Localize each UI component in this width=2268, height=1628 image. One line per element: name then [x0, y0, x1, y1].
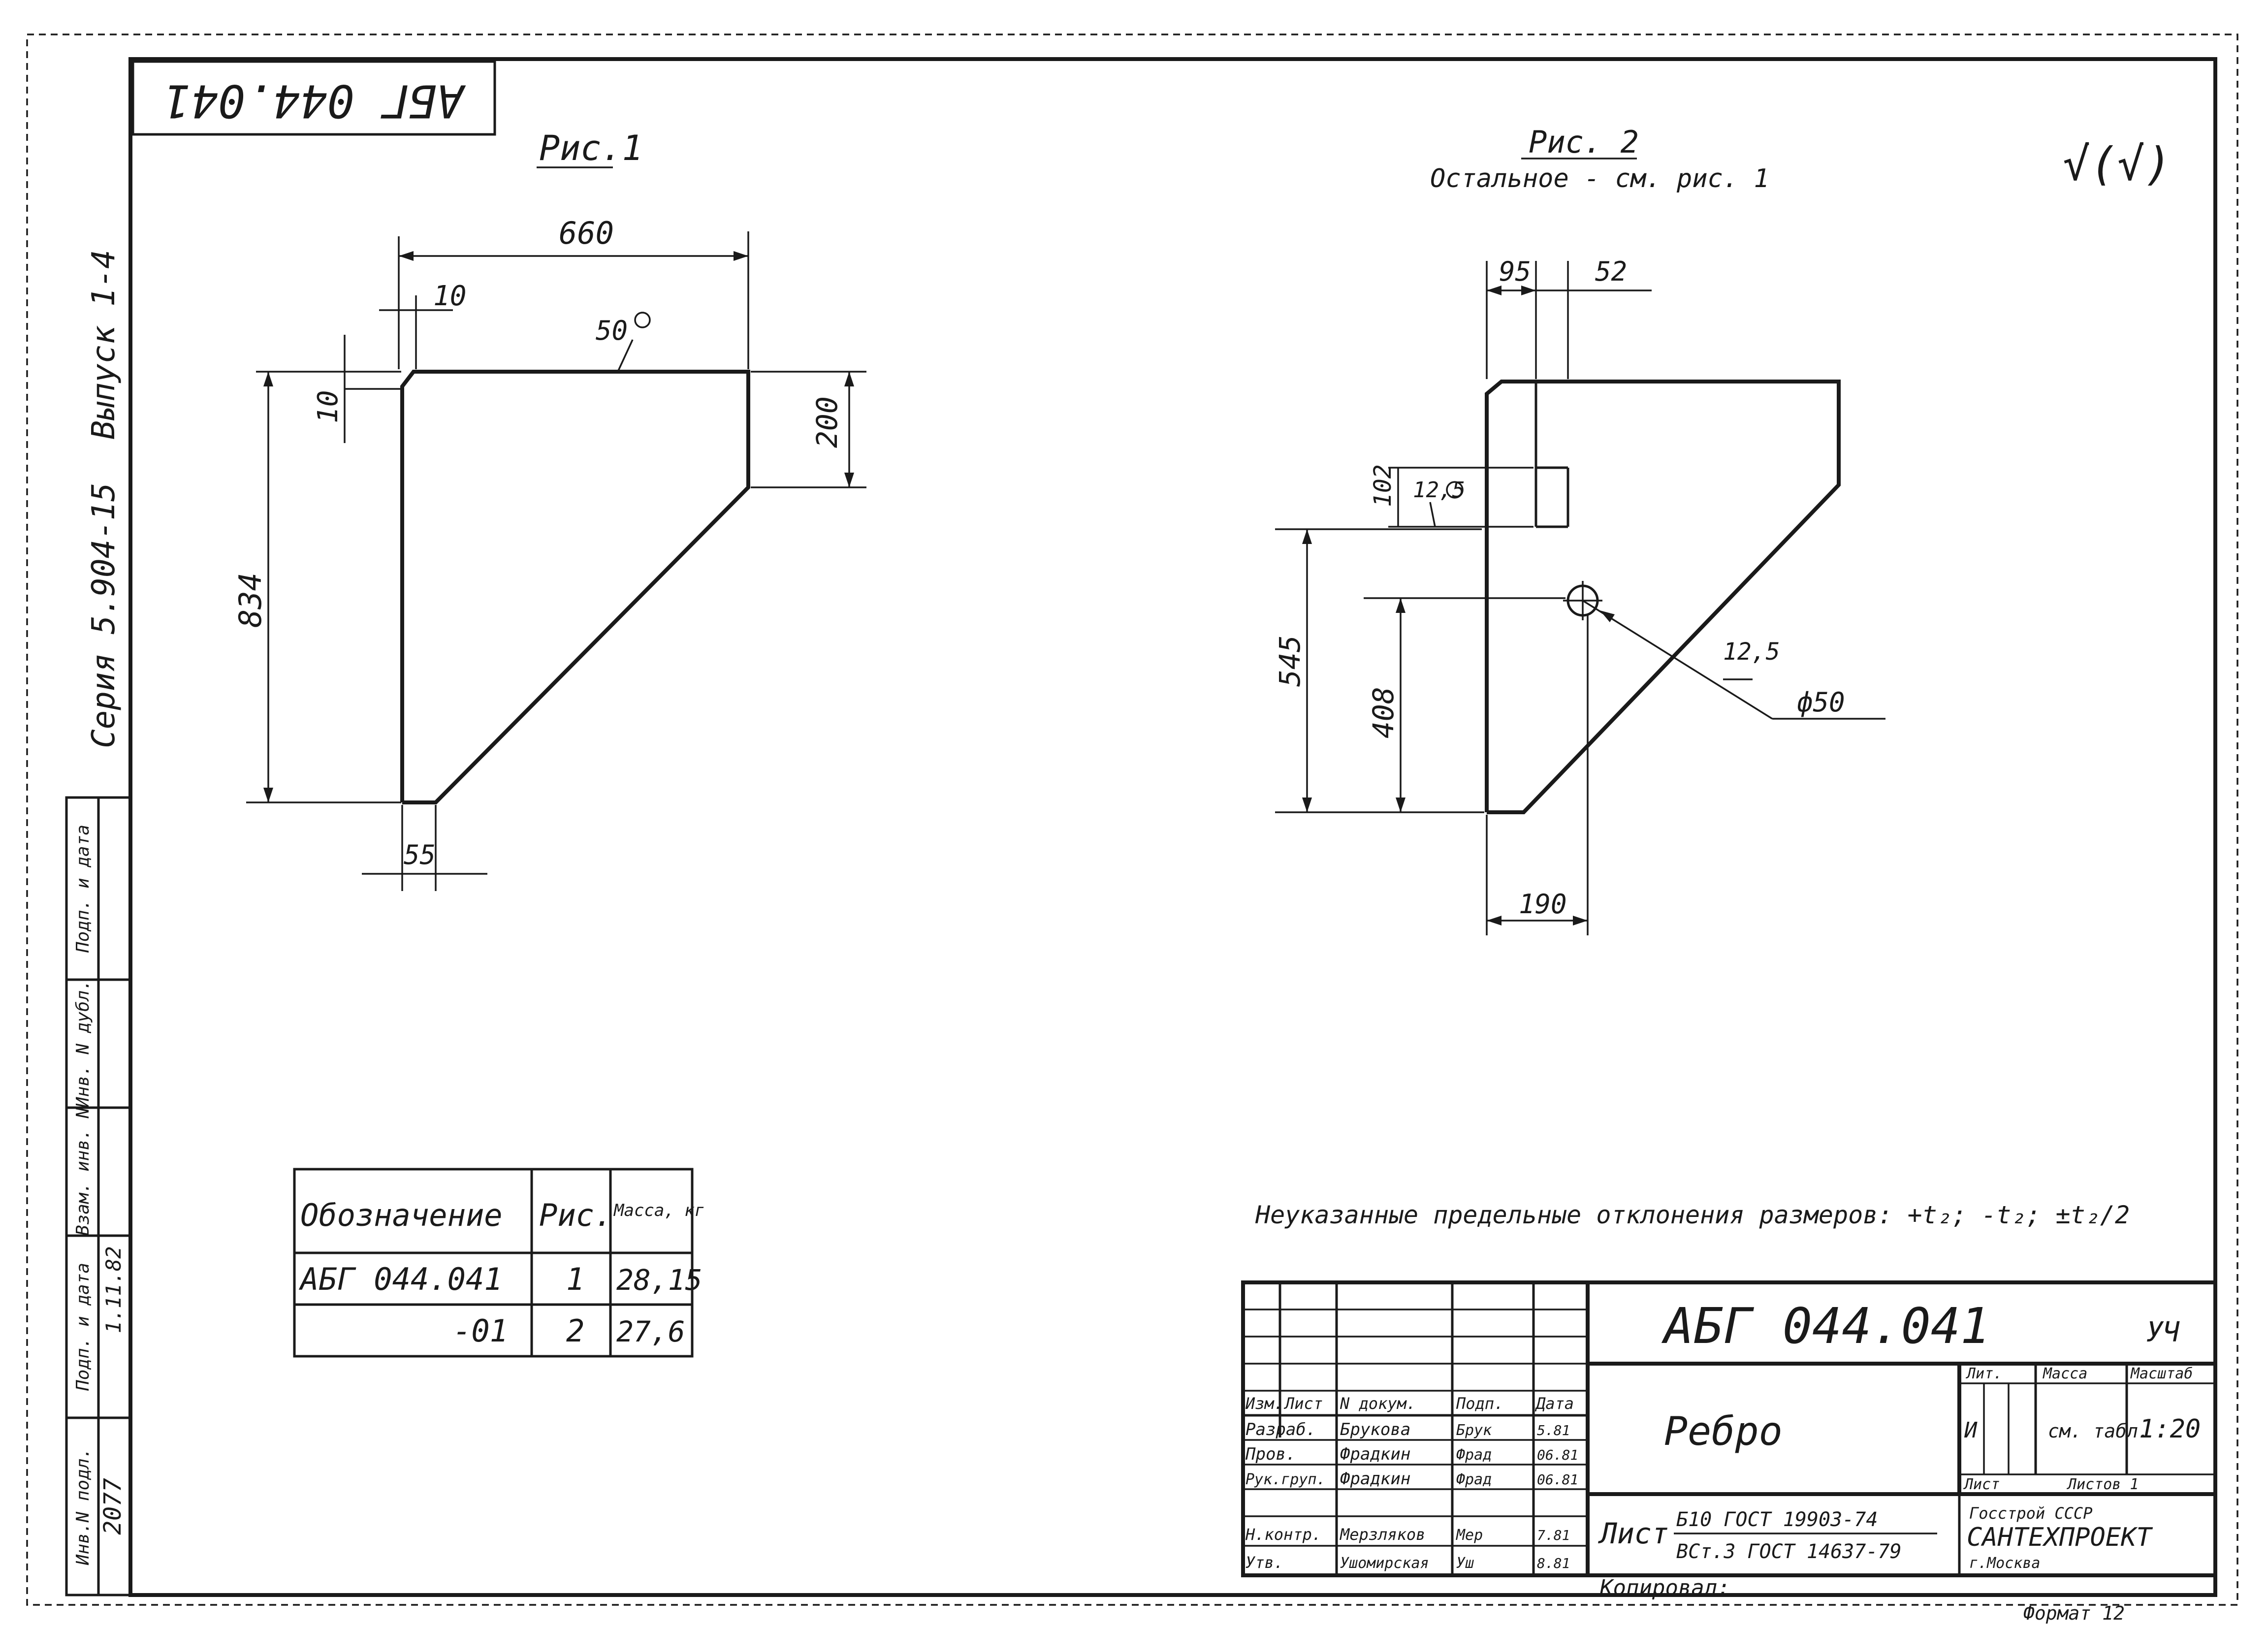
fig1-weld-mark: 50: [596, 315, 628, 346]
fig2-subtitle: Остальное - см. рис. 1: [1430, 164, 1769, 193]
mass-table-header-mass: Масса, кг: [613, 1201, 704, 1220]
margin-col-5: Подп. и дата: [73, 825, 93, 953]
tb-name-4: Мерзляков: [1340, 1525, 1425, 1544]
mass-table: Обозначение Рис. Масса, кг АБГ 044.041 1…: [293, 1168, 704, 1358]
tb-org-3: г.Москва: [1969, 1555, 2041, 1572]
margin-inv-number: 2077: [99, 1478, 127, 1535]
tb-name-3: Фрадкин: [1340, 1469, 1410, 1489]
margin-col-2: Подп. и дата: [73, 1263, 93, 1391]
tb-date-1: 5.81: [1537, 1422, 1570, 1438]
tb-name-5: Ушомирская: [1340, 1555, 1429, 1572]
tb-role-1: Разраб.: [1246, 1420, 1316, 1439]
tb-scale-header: Масштаб: [2130, 1365, 2193, 1382]
mass-table-row2-fig: 2: [566, 1313, 584, 1349]
margin-column: Выпуск 1-4 Серия 5.904-15 Подп. и дата И…: [65, 250, 132, 1596]
title-block: Изм. Лист N докум. Подп. Дата Разраб. Бр…: [1241, 1280, 2217, 1577]
mass-table-header-designation: Обозначение: [300, 1197, 503, 1233]
tb-role-2: Пров.: [1245, 1444, 1296, 1464]
fig2-weld-top: 12,5: [1413, 478, 1465, 503]
tb-sign-4: Мер: [1456, 1527, 1483, 1544]
margin-sign-date: 1.11.82: [101, 1246, 126, 1333]
tb-part-name: Ребро: [1664, 1408, 1783, 1454]
tb-role-5: Утв.: [1246, 1553, 1283, 1572]
fig2-hole-dim: ф50: [1797, 687, 1845, 718]
tb-date-2: 06.81: [1537, 1447, 1578, 1463]
fig2-dim-408: 408: [1367, 687, 1400, 738]
margin-col-3: Взам. инв. N: [73, 1108, 93, 1236]
tb-col-list: Лист: [1283, 1394, 1323, 1413]
tb-col-date: Дата: [1534, 1394, 1574, 1413]
tb-col-sign: Подп.: [1456, 1394, 1503, 1413]
tb-format-corner: УЧ: [2146, 1316, 2180, 1348]
tb-name-1: Брукова: [1340, 1420, 1410, 1439]
margin-series: Серия 5.904-15: [86, 482, 122, 748]
tb-sheets-label: Листов 1: [2066, 1476, 2139, 1493]
tb-material-top: Б10 ГОСТ 19903-74: [1676, 1508, 1878, 1531]
tb-date-3: 06.81: [1537, 1471, 1578, 1488]
fig1-dim-width: 660: [559, 215, 614, 251]
tb-org-1: Госстрой СССР: [1969, 1504, 2092, 1523]
tb-sign-1: Брук: [1456, 1422, 1492, 1439]
tb-material-bottom: ВСт.3 ГОСТ 14637-79: [1676, 1540, 1902, 1563]
tb-col-doc: N докум.: [1340, 1394, 1416, 1413]
tb-designation: АБГ 044.041: [1661, 1297, 1990, 1355]
fig2-dim-52: 52: [1595, 256, 1627, 287]
tb-lit-value: И: [1964, 1418, 1978, 1443]
tb-col-izm: Изм.: [1245, 1394, 1283, 1413]
fig2-dim-95: 95: [1499, 256, 1531, 287]
tb-date-5: 8.81: [1537, 1555, 1570, 1571]
fig2-dim-102: 102: [1369, 464, 1397, 507]
mass-table-row1-designation: АБГ 044.041: [298, 1261, 503, 1297]
mass-table-row2-designation: -01: [453, 1313, 508, 1349]
tb-name-2: Фрадкин: [1340, 1444, 1410, 1464]
tb-sign-2: Фрад: [1456, 1446, 1492, 1464]
outer-trim-frame: [26, 33, 2238, 1606]
fig2-outline: [1485, 380, 1841, 814]
copied-label: Копировал:: [1599, 1575, 1730, 1600]
figure-1: Рис.1 660 10 10 834 200: [232, 128, 866, 891]
fig1-dim-top-gap: 10: [312, 390, 344, 423]
mass-table-row1-fig: 1: [566, 1261, 584, 1297]
fig1-dim-left-gap: 10: [433, 280, 466, 312]
figure-2: Рис. 2 Остальное - см. рис. 1 95 52 102 …: [1273, 124, 1885, 935]
fig2-weld-slope: 12,5: [1723, 638, 1780, 666]
margin-issue: Выпуск 1-4: [86, 250, 122, 439]
fig1-dim-bottom: 55: [404, 839, 436, 870]
tb-lit-header: Лит.: [1965, 1365, 2002, 1382]
margin-col-1: Инв.N подл.: [73, 1448, 93, 1565]
tb-scale-value: 1:20: [2139, 1414, 2201, 1444]
fig1-title: Рис.1: [539, 128, 643, 168]
tb-mass-value: см. табл.: [2048, 1420, 2149, 1442]
tb-date-4: 7.81: [1537, 1527, 1570, 1543]
fig1-dim-height: 834: [232, 573, 268, 628]
tb-sign-5: Уш: [1456, 1555, 1474, 1572]
tolerance-note: Неуказанные предельные отклонения размер…: [1255, 1201, 2130, 1229]
tb-material-label: Лист: [1598, 1517, 1669, 1550]
mass-table-row1-mass: 28,15: [616, 1263, 703, 1297]
mass-table-header-fig: Рис.: [539, 1197, 612, 1233]
tb-role-4: Н.контр.: [1245, 1525, 1321, 1544]
tb-sign-3: Фрад: [1456, 1471, 1492, 1488]
roughness-mark: √(√): [2063, 138, 2172, 191]
tb-role-3: Рук.груп.: [1246, 1471, 1326, 1488]
format-label: Формат 12: [2023, 1602, 2125, 1624]
tb-mass-header: Масса: [2043, 1365, 2087, 1382]
fig1-dim-right-height: 200: [810, 396, 844, 448]
margin-col-4: Инв. N дубл.: [73, 980, 93, 1108]
tb-org-2: САНТЕХПРОЕКТ: [1967, 1523, 2153, 1552]
fig2-dim-545: 545: [1273, 635, 1307, 687]
tb-sheet-label: Лист: [1963, 1476, 2000, 1493]
stamp-rotated-text: АБГ 044.041: [163, 75, 466, 128]
mass-table-row2-mass: 27,6: [616, 1315, 685, 1348]
fig2-dim-190: 190: [1519, 889, 1567, 920]
fig2-title: Рис. 2: [1529, 124, 1639, 160]
fig1-outline: [400, 370, 750, 804]
stamp-box: АБГ 044.041: [131, 60, 496, 136]
